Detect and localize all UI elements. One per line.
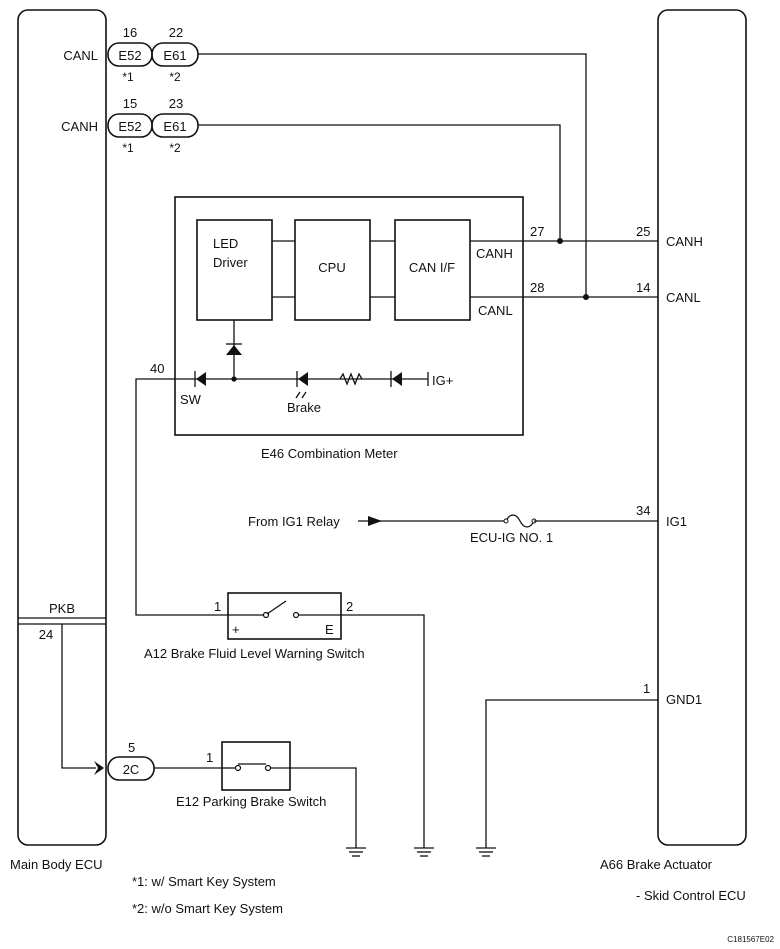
cpu-block	[294, 219, 371, 321]
e52-label: E52	[118, 119, 141, 134]
main-body-ecu-name: Main Body ECU	[10, 857, 102, 872]
fluid-switch-name: A12 Brake Fluid Level Warning Switch	[144, 646, 365, 661]
fluid-switch-pin2: 2	[346, 599, 353, 614]
meter-ig-label: IG+	[432, 373, 453, 388]
brake-label: Brake	[287, 400, 321, 415]
meter-sw-pin: 40	[150, 361, 164, 376]
combination-meter-name: E46 Combination Meter	[261, 446, 398, 461]
note2-mark: *2	[169, 70, 181, 84]
fluid-switch-pin1: 1	[214, 599, 221, 614]
meter-canh-label: CANH	[476, 246, 513, 261]
note-no-smart-key: *2: w/o Smart Key System	[132, 901, 283, 916]
ecu-canl-label: CANL	[63, 48, 98, 63]
brake-actuator-subname: - Skid Control ECU	[636, 888, 746, 903]
parking-brake-switch: 1 E12 Parking Brake Switch	[176, 741, 357, 848]
e61-label: E61	[163, 48, 186, 63]
actuator-gnd1-label: GND1	[666, 692, 702, 707]
ground-icon	[346, 847, 366, 857]
cpu-label: CPU	[318, 260, 345, 275]
connector-2c-label: 2C	[123, 762, 140, 777]
ecu-pkb-label: PKB	[49, 601, 75, 616]
actuator-ig1-pin: 34	[636, 503, 650, 518]
actuator-ig1-label: IG1	[666, 514, 687, 529]
main-body-ecu: CANL CANH PKB 24 Main Body ECU	[10, 9, 107, 872]
note1-mark: *1	[122, 70, 134, 84]
canl-connectors: 16 22 E52 E61 *1 *2	[107, 25, 199, 84]
pkb-circuit: 2C 5	[61, 624, 222, 781]
led-driver-block	[196, 219, 273, 321]
sw-label: SW	[180, 392, 202, 407]
ig1-circuit: From IG1 Relay ECU-IG NO. 1	[248, 514, 658, 545]
meter-canl-label: CANL	[478, 303, 513, 318]
canh-pin-e61: 23	[169, 96, 183, 111]
canl-pin-e52: 16	[123, 25, 137, 40]
ecu-canh-label: CANH	[61, 119, 98, 134]
fuse-label: ECU-IG NO. 1	[470, 530, 553, 545]
actuator-canh-label: CANH	[666, 234, 703, 249]
drawing-code: C181567E02	[727, 935, 774, 944]
can-if-block	[394, 219, 471, 321]
fluid-switch-e: E	[325, 622, 334, 637]
connector-2c-pin: 5	[128, 740, 135, 755]
led-driver-label-2: Driver	[213, 255, 248, 270]
gnd1-wire	[485, 699, 658, 848]
e52-label: E52	[118, 48, 141, 63]
parking-switch-pin1: 1	[206, 750, 213, 765]
canh-pin-e52: 15	[123, 96, 137, 111]
e61-label: E61	[163, 119, 186, 134]
actuator-gnd1-pin: 1	[643, 681, 650, 696]
parking-switch-name: E12 Parking Brake Switch	[176, 794, 326, 809]
canl-pin-e61: 22	[169, 25, 183, 40]
sw-wire	[135, 378, 228, 616]
actuator-canl-label: CANL	[666, 290, 701, 305]
note-smart-key: *1: w/ Smart Key System	[132, 874, 276, 889]
actuator-canh-pin: 25	[636, 224, 650, 239]
fluid-switch-plus: +	[232, 622, 240, 637]
led-driver-label: LED	[213, 236, 238, 251]
ground-icon	[414, 847, 434, 857]
ground-icon	[476, 847, 496, 857]
brake-actuator: 25 CANH 14 CANL 34 IG1 1 GND1 A66 Brake …	[600, 9, 747, 903]
canh-connectors: 15 23 E52 E61 *1 *2	[107, 96, 199, 155]
combination-meter: LED Driver CPU CAN I/F CANH CANL 27 28	[150, 196, 544, 461]
fuse-icon	[505, 514, 535, 528]
from-ig1-relay-label: From IG1 Relay	[248, 514, 340, 529]
brake-fluid-switch: 1 2 + E A12 Brake Fluid Level Warning Sw…	[144, 592, 425, 848]
brake-actuator-name: A66 Brake Actuator	[600, 857, 713, 872]
actuator-canl-pin: 14	[636, 280, 650, 295]
note1-mark: *1	[122, 141, 134, 155]
meter-canl-pin: 28	[530, 280, 544, 295]
can-if-label: CAN I/F	[409, 260, 455, 275]
ecu-pkb-pin: 24	[39, 627, 53, 642]
can-wires	[198, 53, 658, 300]
note2-mark: *2	[169, 141, 181, 155]
meter-canh-pin: 27	[530, 224, 544, 239]
